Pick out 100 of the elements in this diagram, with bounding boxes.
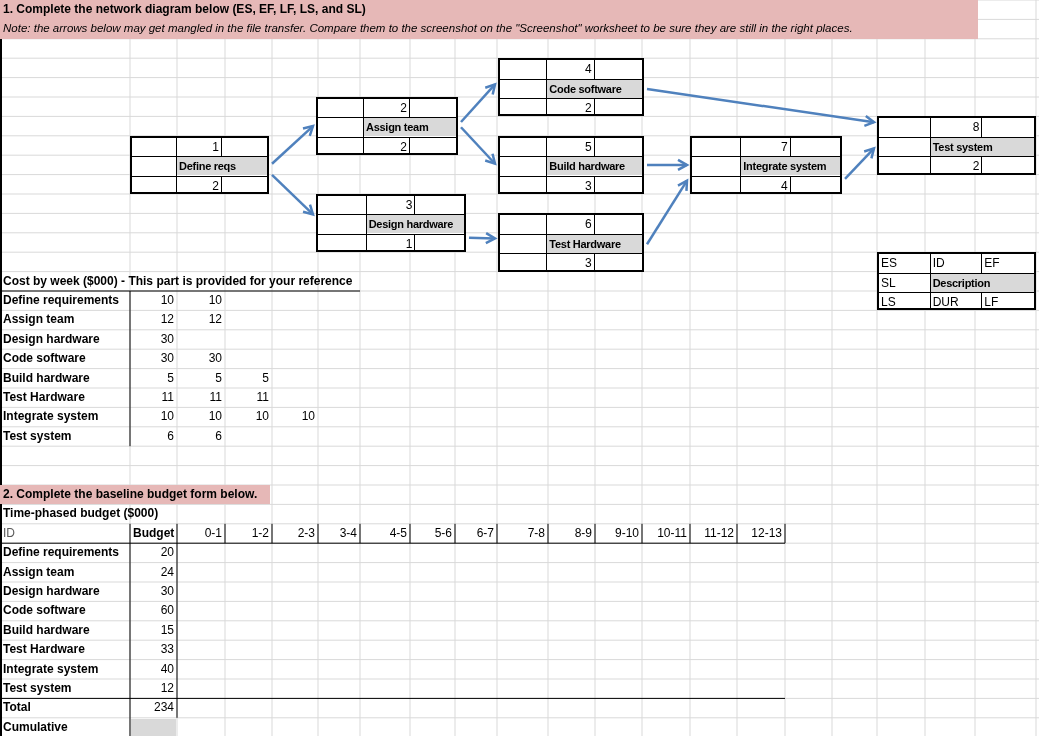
key-label: LS xyxy=(880,293,897,311)
row-label: Build hardware xyxy=(2,369,91,387)
activity-duration: 2 xyxy=(583,99,593,117)
cell-value: 10 xyxy=(207,408,223,426)
cell-value: 5 xyxy=(166,369,175,387)
arrow xyxy=(647,158,689,172)
column-header: ID xyxy=(2,524,16,542)
row-label: Test Hardware xyxy=(2,641,86,659)
activity-name: Assign team xyxy=(364,118,456,137)
row-label: Code software xyxy=(2,350,87,368)
activity-box xyxy=(690,135,842,194)
key-label: EF xyxy=(983,255,1001,273)
cell-value: 30 xyxy=(159,583,175,600)
cell-value: 12 xyxy=(207,311,223,329)
activity-duration: 1 xyxy=(404,235,414,253)
legend-key-box xyxy=(877,252,1036,311)
cell-value: 12 xyxy=(159,311,175,329)
arrow xyxy=(645,179,689,245)
row-label: Cumulative xyxy=(2,718,69,736)
activity-box xyxy=(316,97,458,156)
row-label: Test Hardware xyxy=(2,389,86,406)
row-label: Test system xyxy=(2,427,73,445)
key-label: SL xyxy=(880,274,897,292)
activity-duration: 4 xyxy=(779,177,789,195)
activity-id: 2 xyxy=(399,100,408,117)
section-heading: 2. Complete the baseline budget form below. xyxy=(0,485,270,505)
cell-value: 10 xyxy=(159,292,175,309)
activity-box xyxy=(877,116,1036,175)
cell-value: 30 xyxy=(159,330,175,348)
key-label: ID xyxy=(931,255,946,273)
cell-value: 10 xyxy=(300,408,316,426)
activity-box xyxy=(498,58,644,117)
arrow xyxy=(646,87,876,128)
column-header: 2-3 xyxy=(296,524,316,542)
cell-value: 11 xyxy=(160,389,175,406)
arrow xyxy=(271,124,315,165)
cell-value: 6 xyxy=(214,427,223,445)
row-label: Assign team xyxy=(2,563,76,581)
column-header: 1-2 xyxy=(250,524,270,542)
activity-id: 6 xyxy=(583,216,593,234)
column-header: 9-10 xyxy=(613,524,640,542)
arrow xyxy=(271,173,315,216)
cell-value: 12 xyxy=(159,680,175,697)
activity-name: Define reqs xyxy=(177,157,267,176)
key-label: LF xyxy=(983,293,1000,311)
table-title: Cost by week ($000) - This part is provided for your reference xyxy=(2,272,354,290)
activity-name: Build hardware xyxy=(547,157,642,176)
cell-value: 24 xyxy=(159,563,175,581)
activity-box xyxy=(498,135,644,194)
column-header: 0-1 xyxy=(203,524,223,542)
column-header: 5-6 xyxy=(433,524,453,542)
key-label: ES xyxy=(880,255,898,273)
cell-value: 30 xyxy=(207,350,223,368)
cell-value: 10 xyxy=(254,408,270,426)
note-text: Note: the arrows below may get mangled in the file transfer. Compare them to the screenshot on the "Screenshot" worksheet to be sure they are still in the right places. xyxy=(0,19,978,39)
activity-duration: 2 xyxy=(399,138,408,156)
column-header: 11-12 xyxy=(703,524,735,542)
row-label: Design hardware xyxy=(2,583,101,600)
cell-value: 5 xyxy=(214,369,223,387)
row-label: Test system xyxy=(2,680,73,697)
arrow xyxy=(844,147,876,180)
row-label: Integrate system xyxy=(2,408,100,426)
cell-value: 11 xyxy=(255,389,270,406)
activity-id: 1 xyxy=(211,138,220,156)
activity-box xyxy=(316,194,466,253)
row-label: Build hardware xyxy=(2,621,91,639)
activity-duration: 2 xyxy=(971,158,981,176)
cell-value: 234 xyxy=(152,699,175,717)
activity-duration: 3 xyxy=(583,177,593,195)
activity-name: Integrate system xyxy=(741,157,840,176)
cell-value: 10 xyxy=(207,292,223,309)
column-header: 10-11 xyxy=(656,524,688,542)
activity-box xyxy=(130,135,269,194)
row-label: Total xyxy=(2,699,32,717)
key-label: DUR xyxy=(931,293,960,311)
column-header: 6-7 xyxy=(475,524,495,542)
row-label: Define requirements xyxy=(2,292,121,309)
arrow xyxy=(460,126,497,165)
column-header: 3-4 xyxy=(338,524,358,542)
activity-name: Design hardware xyxy=(366,215,464,234)
activity-id: 7 xyxy=(779,138,789,156)
activity-id: 3 xyxy=(404,197,414,214)
cell-value: 11 xyxy=(208,389,223,406)
cell-value: 5 xyxy=(261,369,270,387)
cell-value: 6 xyxy=(166,427,175,445)
activity-id: 5 xyxy=(583,138,593,156)
arrow xyxy=(468,231,497,245)
activity-duration: 3 xyxy=(583,255,593,273)
row-label: Design hardware xyxy=(2,330,101,348)
section-heading: 1. Complete the network diagram below (ES, EF, LF, LS, and SL) xyxy=(0,0,978,20)
cell-value: 33 xyxy=(159,641,175,659)
arrow xyxy=(460,83,497,123)
row-label: Assign team xyxy=(2,311,76,329)
activity-id: 4 xyxy=(583,61,593,79)
row-label: Define requirements xyxy=(2,544,121,562)
activity-box xyxy=(498,213,644,272)
cell-value: 15 xyxy=(159,621,175,639)
activity-duration: 2 xyxy=(211,177,220,195)
column-header: 8-9 xyxy=(573,524,593,542)
activity-id: 8 xyxy=(971,119,981,137)
